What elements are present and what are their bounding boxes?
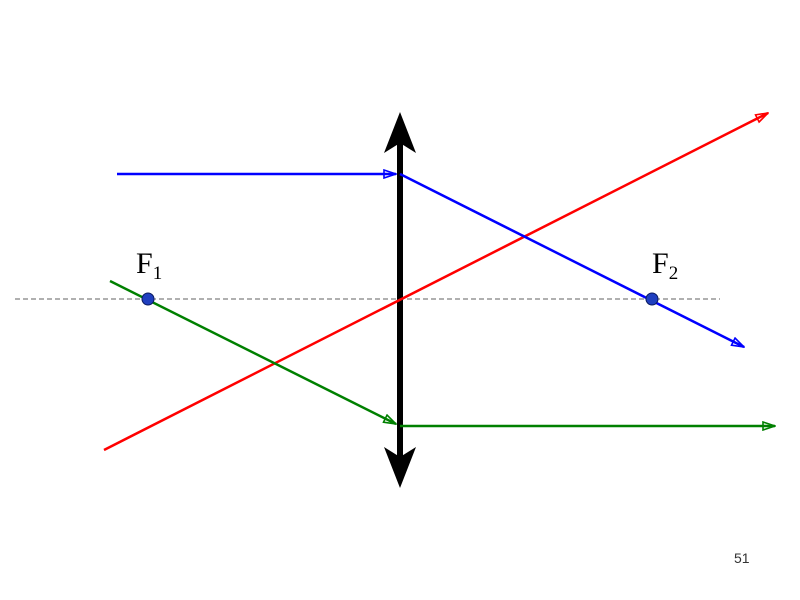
ray-parallel-refracted (399, 172, 744, 347)
focal-point-f1-label: F1 (136, 247, 163, 284)
page-number: 51 (734, 550, 750, 566)
f1-letter: F (136, 247, 153, 280)
f2-letter: F (652, 247, 669, 280)
f2-subscript: 2 (668, 263, 679, 284)
focal-point-f1 (141, 292, 155, 306)
lens-bottom-arrowhead-icon (384, 447, 416, 488)
ray-through-center (103, 113, 768, 452)
f1-subscript: 1 (152, 263, 163, 284)
focal-point-f2 (645, 292, 659, 306)
lens-top-arrowhead-icon (384, 112, 416, 153)
focal-point-f2-label: F2 (652, 247, 679, 284)
ray-focal-incident (109, 279, 396, 424)
